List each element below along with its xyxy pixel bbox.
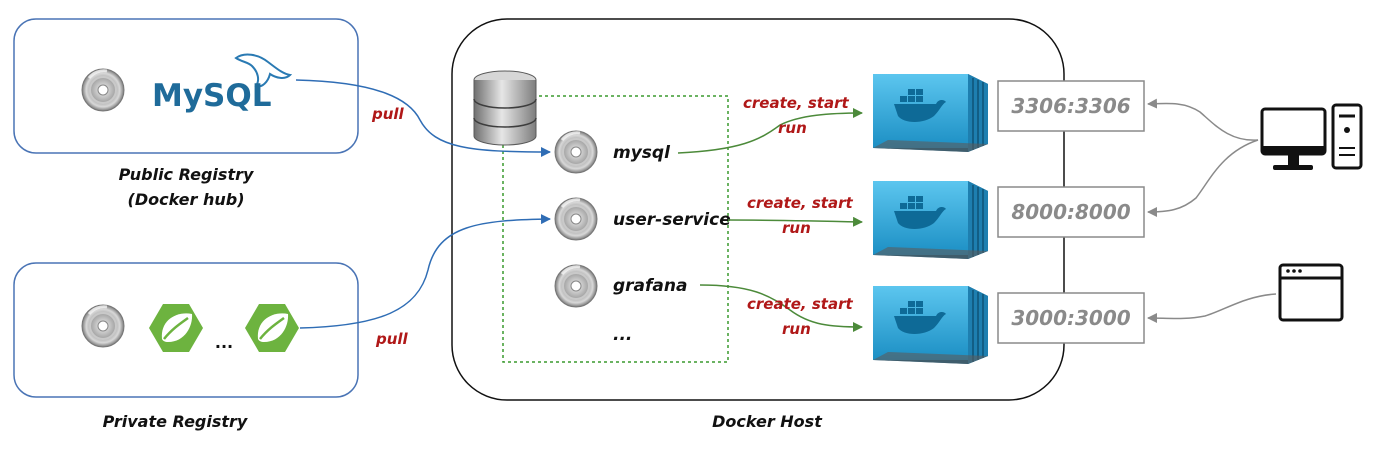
port-mapping-user-service: 8000:8000	[1011, 200, 1130, 224]
docker-host: Docker Host mysql user-service grafana .…	[451, 18, 1145, 431]
image-label-user-service: user-service	[613, 210, 731, 230]
image-label-mysql: mysql	[613, 143, 671, 163]
run-arrow-user-service	[727, 216, 863, 227]
private-registry-title: Private Registry	[103, 412, 248, 431]
desktop-computer-icon	[1260, 103, 1363, 170]
pull-arrow-public	[295, 79, 551, 157]
client-arrow-to-8000	[1147, 139, 1259, 217]
pull-arrow-private	[299, 214, 551, 329]
pull-label-private: pull	[375, 330, 409, 348]
port-mapping-mysql: 3306:3306	[1011, 94, 1130, 118]
run-label-2-line1: create, start	[747, 194, 853, 212]
docker-container-icon	[872, 285, 989, 365]
database-icon	[473, 70, 537, 146]
mysql-logo-text: MySQL	[152, 78, 272, 114]
cd-disc-icon	[553, 129, 599, 175]
run-label-3-line2: run	[782, 320, 811, 338]
client-arrow-to-3306	[1147, 98, 1259, 141]
port-mapping-grafana: 3000:3000	[1011, 306, 1130, 330]
public-registry: MySQL Public Registry (Docker hub)	[13, 18, 359, 209]
docker-container-icon	[872, 180, 989, 260]
client-arrows	[1147, 98, 1277, 324]
pull-label-public: pull	[371, 105, 405, 123]
private-registry: ... Private Registry	[13, 262, 359, 431]
image-label-grafana: grafana	[613, 276, 687, 296]
port-box	[997, 292, 1145, 344]
public-registry-title: Public Registry	[119, 165, 254, 184]
cd-disc-icon	[553, 263, 599, 309]
run-label-1-line1: create, start	[743, 94, 849, 112]
public-registry-subtitle: (Docker hub)	[128, 190, 245, 209]
run-label-1-line2: run	[778, 119, 807, 137]
cd-disc-icon	[80, 303, 126, 349]
cd-disc-icon	[553, 196, 599, 242]
private-registry-ellipsis: ...	[215, 333, 233, 352]
run-arrow-mysql	[677, 108, 863, 154]
cd-disc-icon	[80, 67, 126, 113]
port-box	[997, 80, 1145, 132]
run-label-3-line1: create, start	[747, 295, 853, 313]
run-arrows: create, start run create, start run crea…	[677, 94, 863, 338]
browser-window-icon	[1278, 263, 1344, 322]
run-arrow-grafana	[699, 284, 863, 332]
port-box	[997, 186, 1145, 238]
local-images-box	[502, 95, 729, 363]
docker-host-title: Docker Host	[712, 412, 823, 431]
client-arrow-to-3000	[1147, 293, 1277, 324]
run-label-2-line2: run	[782, 219, 811, 237]
image-label-more: ...	[613, 325, 632, 345]
docker-container-icon	[872, 73, 989, 153]
mysql-logo: MySQL	[152, 53, 293, 114]
pull-arrows: pull pull	[295, 79, 551, 348]
